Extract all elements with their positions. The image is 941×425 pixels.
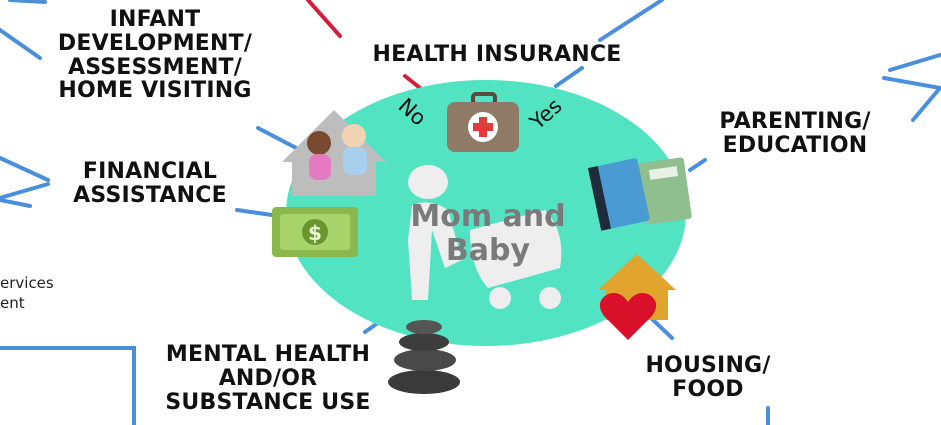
house-heart-icon bbox=[598, 254, 676, 340]
spoke-parenting-far-3 bbox=[911, 86, 941, 122]
books-icon bbox=[587, 157, 692, 231]
spoke-parenting-far-2 bbox=[882, 76, 941, 90]
center-label: Mom and Baby bbox=[398, 200, 578, 267]
medical-kit-icon bbox=[447, 92, 519, 152]
money-icon: $ bbox=[272, 207, 358, 257]
spoke-left-mid-1 bbox=[0, 156, 50, 182]
center-line: Baby bbox=[445, 232, 531, 268]
label-line: ASSISTANCE bbox=[73, 182, 227, 208]
label-health-insurance: HEALTH INSURANCE bbox=[352, 43, 642, 67]
stones-icon bbox=[388, 320, 460, 394]
label-line: ASSESSMENT/ bbox=[67, 54, 243, 80]
spoke-housing bbox=[649, 316, 674, 340]
label-housing-food: HOUSING/ FOOD bbox=[628, 354, 788, 402]
spoke-infant bbox=[256, 126, 302, 152]
spoke-bottom-box bbox=[0, 346, 136, 425]
spoke-parenting-far-1 bbox=[888, 53, 941, 72]
label-line: FINANCIAL bbox=[82, 159, 218, 184]
label-line: HEALTH INSURANCE bbox=[372, 42, 622, 67]
center-line: Mom and bbox=[410, 199, 566, 234]
label-line: HOUSING/ bbox=[645, 353, 771, 378]
partial-line: ervices bbox=[0, 274, 54, 292]
svg-text:$: $ bbox=[308, 221, 322, 245]
label-line: MENTAL HEALTH bbox=[165, 342, 371, 367]
label-line: PARENTING/ bbox=[719, 109, 871, 134]
spoke-left-mid-3 bbox=[0, 198, 32, 208]
label-infant-development: INFANT DEVELOPMENT/ ASSESSMENT/ HOME VIS… bbox=[40, 8, 270, 103]
center-ellipse bbox=[286, 80, 686, 346]
partial-line: ent bbox=[0, 294, 25, 313]
label-parenting-education: PARENTING/ EDUCATION bbox=[700, 110, 890, 158]
spoke-parenting bbox=[688, 158, 707, 172]
spoke-left-top-1 bbox=[0, 28, 42, 60]
spoke-left-top-2 bbox=[8, 0, 47, 4]
spoke-top-right bbox=[598, 0, 664, 42]
label-line: AND/OR bbox=[218, 365, 318, 391]
label-mental-health: MENTAL HEALTH AND/OR SUBSTANCE USE bbox=[150, 343, 386, 414]
partial-text-left: ervices ent bbox=[0, 273, 80, 314]
label-financial-assistance: FINANCIAL ASSISTANCE bbox=[60, 160, 240, 208]
label-line: INFANT bbox=[109, 7, 201, 32]
label-line: EDUCATION bbox=[722, 132, 868, 158]
spoke-left-mid-2 bbox=[0, 182, 50, 200]
spoke-financial bbox=[235, 208, 274, 217]
label-line: HOME VISITING bbox=[58, 78, 252, 104]
house-babies-icon bbox=[282, 110, 386, 196]
spoke-insurance-yes bbox=[554, 66, 584, 88]
label-line: FOOD bbox=[672, 376, 744, 402]
label-line: DEVELOPMENT/ bbox=[57, 30, 253, 56]
label-line: SUBSTANCE USE bbox=[165, 389, 371, 415]
spoke-top-red bbox=[306, 0, 342, 38]
mom-stroller-icon bbox=[408, 165, 562, 309]
